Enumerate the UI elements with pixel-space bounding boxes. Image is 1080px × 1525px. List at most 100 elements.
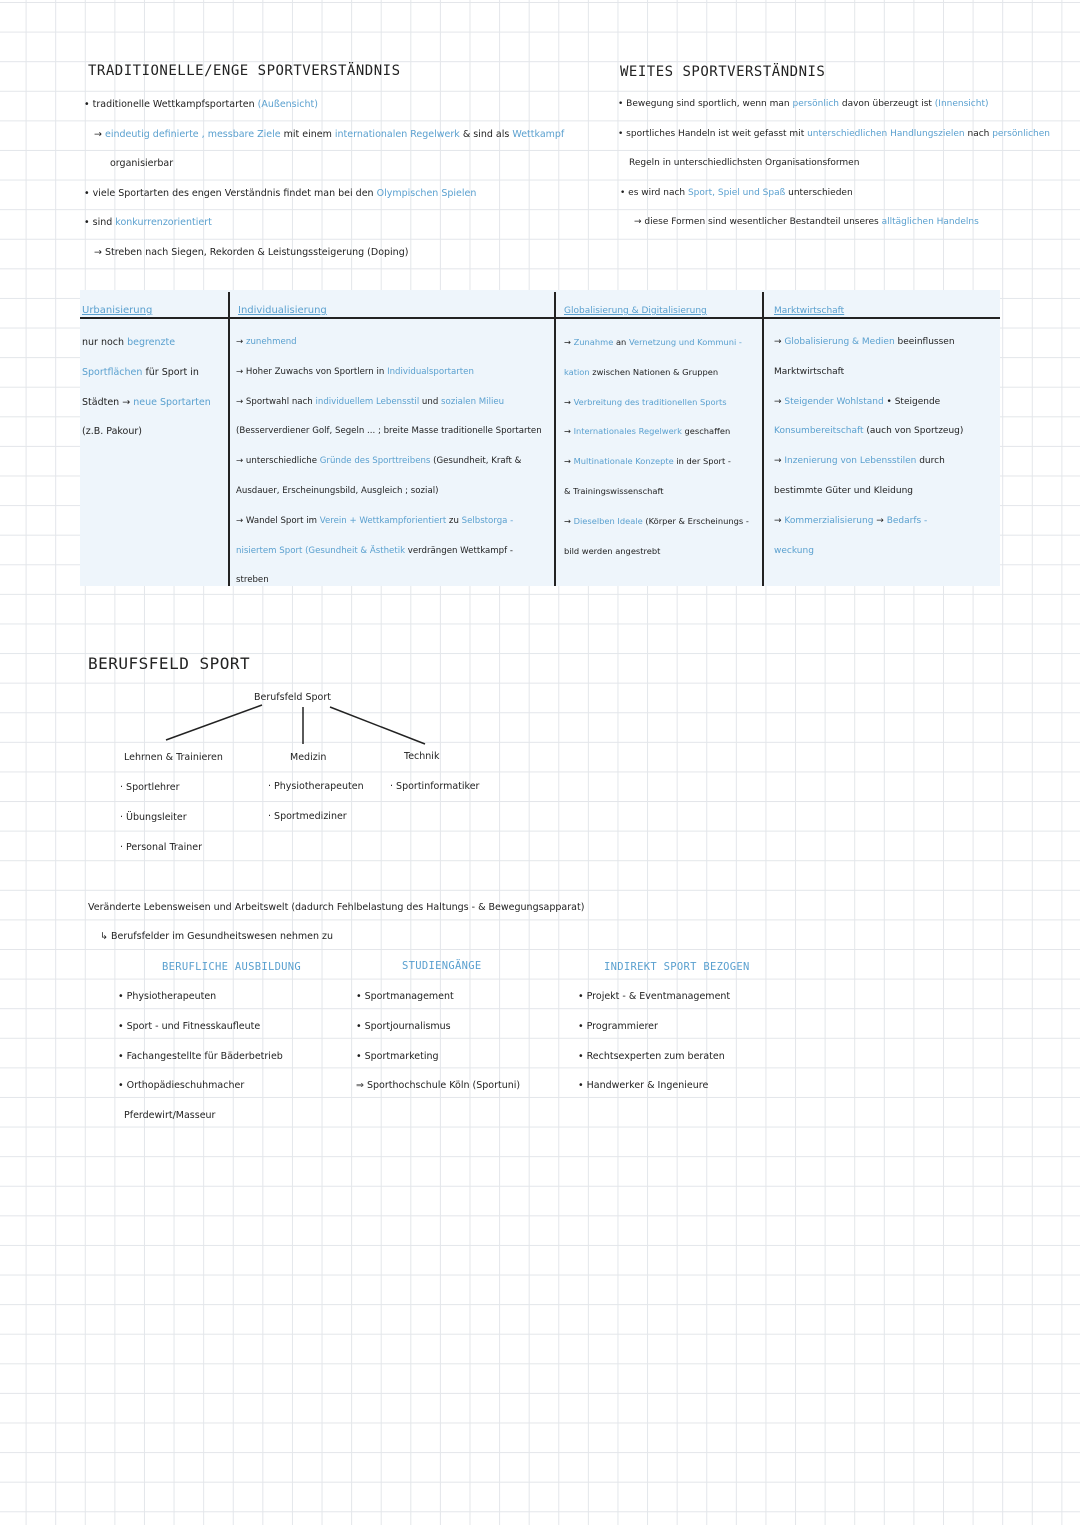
table-cell-line: → Dieselben Ideale (Körper & Erscheinung… [564, 516, 749, 526]
note-text: (Gesundheit, Kraft & [430, 456, 522, 467]
highlight-text: Dieselben Ideale [573, 515, 643, 526]
arrow-icon: → [94, 247, 105, 258]
highlight-text: Globalisierung & Medien [784, 337, 895, 347]
highlight-text: Internationales Regelwerk [573, 426, 682, 437]
highlight-text: eindeutig definierte , messbare Ziele [104, 128, 281, 140]
table-cell-line: → Hoher Zuwachs von Sportlern in Individ… [236, 367, 474, 377]
note-text: davon überzeugt ist [839, 99, 935, 109]
table-cell-line: → zunehmend [236, 337, 297, 347]
table-cell-line: kation zwischen Nationen & Gruppen [564, 367, 718, 377]
note-line: → diese Formen sind wesentlicher Bestand… [634, 217, 979, 227]
highlight-text: begrenzte [127, 337, 176, 348]
note-text: an [613, 337, 629, 347]
tree-branch-lehren: Lehrnen & Trainieren [124, 752, 223, 763]
bullet-icon: • [84, 99, 93, 110]
table-divider [554, 292, 556, 586]
table-cell-line: → Sportwahl nach individuellem Lebenssti… [236, 397, 504, 407]
highlight-text: konkurrenzorientiert [115, 217, 212, 229]
note-text: diese Formen sind wesentlicher Bestandte… [644, 217, 882, 228]
note-text: Bewegung sind sportlich, wenn man [626, 99, 793, 109]
note-text: & Trainingswissenschaft [564, 486, 664, 496]
table-cell-line: → Multinationale Konzepte in der Sport - [564, 456, 731, 466]
table-header-marktwirtschaft: Marktwirtschaft [774, 306, 845, 316]
note-line: • es wird nach Sport, Spiel und Spaß unt… [620, 188, 853, 198]
highlight-text: Individualsportarten [387, 366, 474, 377]
note-text: für Sport in [142, 366, 199, 378]
note-text: sind [92, 217, 116, 229]
tree-item: · Sportlehrer [120, 782, 180, 793]
note-text: (auch von Sportzeug) [863, 426, 964, 437]
table-cell-line: → Steigender Wohlstand • Steigende [774, 397, 940, 407]
note-line: • traditionelle Wettkampfsportarten (Auß… [84, 99, 318, 110]
table-cell-line: Städten → neue Sportarten [82, 397, 211, 408]
note-text: → [873, 515, 887, 526]
note-text: Streben nach Siegen, Rekorden & Leistung… [104, 247, 409, 258]
highlight-text: internationalen Regelwerk [334, 128, 460, 140]
career-item: • Orthopädieschuhmacher [118, 1080, 245, 1092]
table-cell-line: Sportflächen für Sport in [82, 367, 199, 378]
note-text: → [774, 456, 785, 467]
note-text: (z.B. Pakour) [82, 426, 143, 438]
berufsfeld-tree-lines [165, 704, 426, 745]
highlight-text: Sport, Spiel und Spaß [687, 187, 786, 198]
highlight-text: neue Sportarten [133, 396, 211, 408]
note-text: organisierbar [110, 158, 174, 170]
note-text: mit einem [280, 128, 335, 140]
table-cell-line: weckung [774, 546, 814, 556]
highlight-text: nisiertem Sport (Gesundheit & Ästhetik [236, 545, 406, 556]
highlight-text: Konsumbereitschaft [774, 426, 864, 437]
note-text: → [774, 515, 785, 526]
bullet-icon: • [618, 99, 627, 109]
table-cell-line: → Kommerzialisierung → Bedarfs - [774, 516, 927, 526]
table-cell-line: nisiertem Sport (Gesundheit & Ästhetik v… [236, 546, 513, 556]
note-text: nach [964, 128, 993, 139]
tree-branch-technik: Technik [404, 751, 440, 762]
career-item: • Rechtsexperten zum beraten [578, 1050, 725, 1062]
note-text: zwischen Nationen & Gruppen [589, 366, 719, 377]
col-title-ausbildung: BERUFLICHE AUSBILDUNG [162, 961, 302, 973]
note-text: Ausdauer, Erscheinungsbild, Ausgleich ; … [236, 486, 439, 496]
note-text: Marktwirtschaft [774, 366, 845, 377]
bullet-icon: • [84, 217, 93, 229]
note-text: → [564, 337, 574, 347]
note-text: geschaffen [681, 426, 731, 437]
highlight-text: Bedarfs - [886, 515, 928, 526]
note-text: • Steigende [883, 396, 941, 407]
career-item: Pferdewirt/Masseur [124, 1110, 216, 1122]
note-line: organisierbar [110, 158, 173, 169]
highlight-text: (Innensicht) [934, 99, 989, 109]
highlight-text: persönlichen [992, 128, 1050, 139]
tree-branch-medizin: Medizin [290, 752, 327, 763]
highlight-text: sozialen Milieu [441, 396, 505, 407]
table-header-individualisierung: Individualisierung [238, 305, 327, 316]
table-header-rule [80, 317, 1000, 319]
table-cell-line: bestimmte Güter und Kleidung [774, 486, 913, 496]
table-cell-line: (z.B. Pakour) [82, 426, 142, 437]
arrow-icon: → [94, 128, 105, 140]
col-title-studiengaenge: STUDIENGÄNGE [402, 960, 482, 972]
note-line: • sind konkurrenzorientiert [84, 217, 212, 228]
note-text: Regeln in unterschiedlichsten Organisati… [629, 158, 860, 169]
table-cell-line: → Inzenierung von Lebensstilen durch [774, 456, 945, 466]
note-text: & sind als [459, 128, 513, 140]
highlight-text: Selbstorga - [461, 515, 514, 526]
highlight-text: Inzenierung von Lebensstilen [784, 456, 917, 467]
tree-item: · Sportinformatiker [390, 781, 480, 792]
highlight-text: Sportflächen [82, 366, 143, 378]
table-cell-line: (Besserverdiener Golf, Segeln ... ; brei… [236, 426, 542, 436]
note-text: → Wandel Sport im [236, 515, 320, 526]
career-item: • Projekt - & Eventmanagement [578, 991, 731, 1002]
note-line: Regeln in unterschiedlichsten Organisati… [629, 158, 859, 168]
berufsfeld-title: BERUFSFELD SPORT [88, 654, 251, 673]
table-cell-line: & Trainingswissenschaft [564, 486, 664, 496]
bullet-icon: • [618, 128, 627, 139]
note-text: traditionelle Wettkampfsportarten [92, 99, 258, 110]
career-item: • Sportmarketing [356, 1050, 439, 1062]
highlight-text: individuellem Lebensstil [315, 396, 420, 407]
table-cell-line: Ausdauer, Erscheinungsbild, Ausgleich ; … [236, 486, 438, 496]
lifestyle-note: Veränderte Lebensweisen und Arbeitswelt … [88, 902, 585, 913]
note-text: bestimmte Güter und Kleidung [774, 486, 913, 496]
health-note: ↳ Berufsfelder im Gesundheitswesen nehme… [100, 931, 333, 942]
note-text: → Sportwahl nach [236, 396, 316, 407]
table-divider [228, 292, 230, 586]
